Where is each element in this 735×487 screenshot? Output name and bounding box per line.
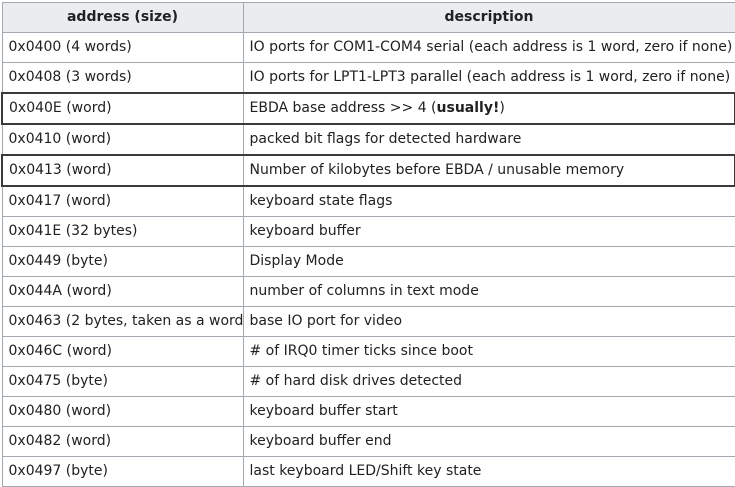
address-cell: 0x0480 (word): [1, 396, 244, 427]
description-cell: keyboard buffer end: [242, 426, 735, 457]
header-address: address (size): [1, 2, 244, 33]
address-cell: 0x044A (word): [1, 276, 244, 307]
table-row: 0x0497 (byte) last keyboard LED/Shift ke…: [1, 456, 735, 487]
description-text: EBDA base address >> 4 (: [249, 100, 437, 116]
table-row: 0x0400 (4 words) IO ports for COM1-COM4 …: [1, 32, 735, 63]
description-cell: keyboard state flags: [242, 185, 735, 217]
table-row: 0x0475 (byte) # of hard disk drives dete…: [1, 366, 735, 397]
address-cell: 0x0463 (2 bytes, taken as a word): [1, 306, 244, 337]
table-row: 0x0410 (word) packed bit flags for detec…: [1, 123, 735, 156]
description-cell: keyboard buffer: [242, 216, 735, 247]
table-row: 0x0482 (word) keyboard buffer end: [1, 426, 735, 457]
address-cell: 0x0413 (word): [1, 154, 244, 187]
address-cell: 0x0482 (word): [1, 426, 244, 457]
description-cell: EBDA base address >> 4 (usually!): [242, 92, 735, 125]
table-row: 0x0449 (byte) Display Mode: [1, 246, 735, 277]
address-cell: 0x041E (32 bytes): [1, 216, 244, 247]
description-cell: last keyboard LED/Shift key state: [242, 456, 735, 487]
description-cell: keyboard buffer start: [242, 396, 735, 427]
description-cell: # of IRQ0 timer ticks since boot: [242, 336, 735, 367]
table-row-highlighted: 0x040E (word) EBDA base address >> 4 (us…: [1, 92, 735, 125]
address-cell: 0x0475 (byte): [1, 366, 244, 397]
description-cell: # of hard disk drives detected: [242, 366, 735, 397]
table-row: 0x0463 (2 bytes, taken as a word) base I…: [1, 306, 735, 337]
address-cell: 0x040E (word): [1, 92, 244, 125]
description-cell: packed bit flags for detected hardware: [242, 123, 735, 156]
table-row-highlighted: 0x0413 (word) Number of kilobytes before…: [1, 154, 735, 187]
table-header-row: address (size) description: [1, 2, 735, 33]
header-description: description: [242, 2, 735, 33]
address-cell: 0x046C (word): [1, 336, 244, 367]
address-cell: 0x0497 (byte): [1, 456, 244, 487]
address-cell: 0x0449 (byte): [1, 246, 244, 277]
address-cell: 0x0400 (4 words): [1, 32, 244, 63]
description-cell: base IO port for video: [242, 306, 735, 337]
description-cell: number of columns in text mode: [242, 276, 735, 307]
table-row: 0x046C (word) # of IRQ0 timer ticks sinc…: [1, 336, 735, 367]
table-row: 0x0408 (3 words) IO ports for LPT1-LPT3 …: [1, 62, 735, 94]
table-row: 0x044A (word) number of columns in text …: [1, 276, 735, 307]
description-cell: IO ports for LPT1-LPT3 parallel (each ad…: [242, 62, 735, 94]
table-row: 0x041E (32 bytes) keyboard buffer: [1, 216, 735, 247]
description-cell: IO ports for COM1-COM4 serial (each addr…: [242, 32, 735, 63]
usually-emphasis: usually!: [436, 100, 500, 116]
description-cell: Number of kilobytes before EBDA / unusab…: [242, 154, 735, 187]
description-tail: ): [499, 100, 505, 116]
address-cell: 0x0408 (3 words): [1, 62, 244, 94]
address-cell: 0x0417 (word): [1, 185, 244, 217]
address-cell: 0x0410 (word): [1, 123, 244, 156]
description-cell: Display Mode: [242, 246, 735, 277]
table-row: 0x0480 (word) keyboard buffer start: [1, 396, 735, 427]
table-row: 0x0417 (word) keyboard state flags: [1, 185, 735, 217]
